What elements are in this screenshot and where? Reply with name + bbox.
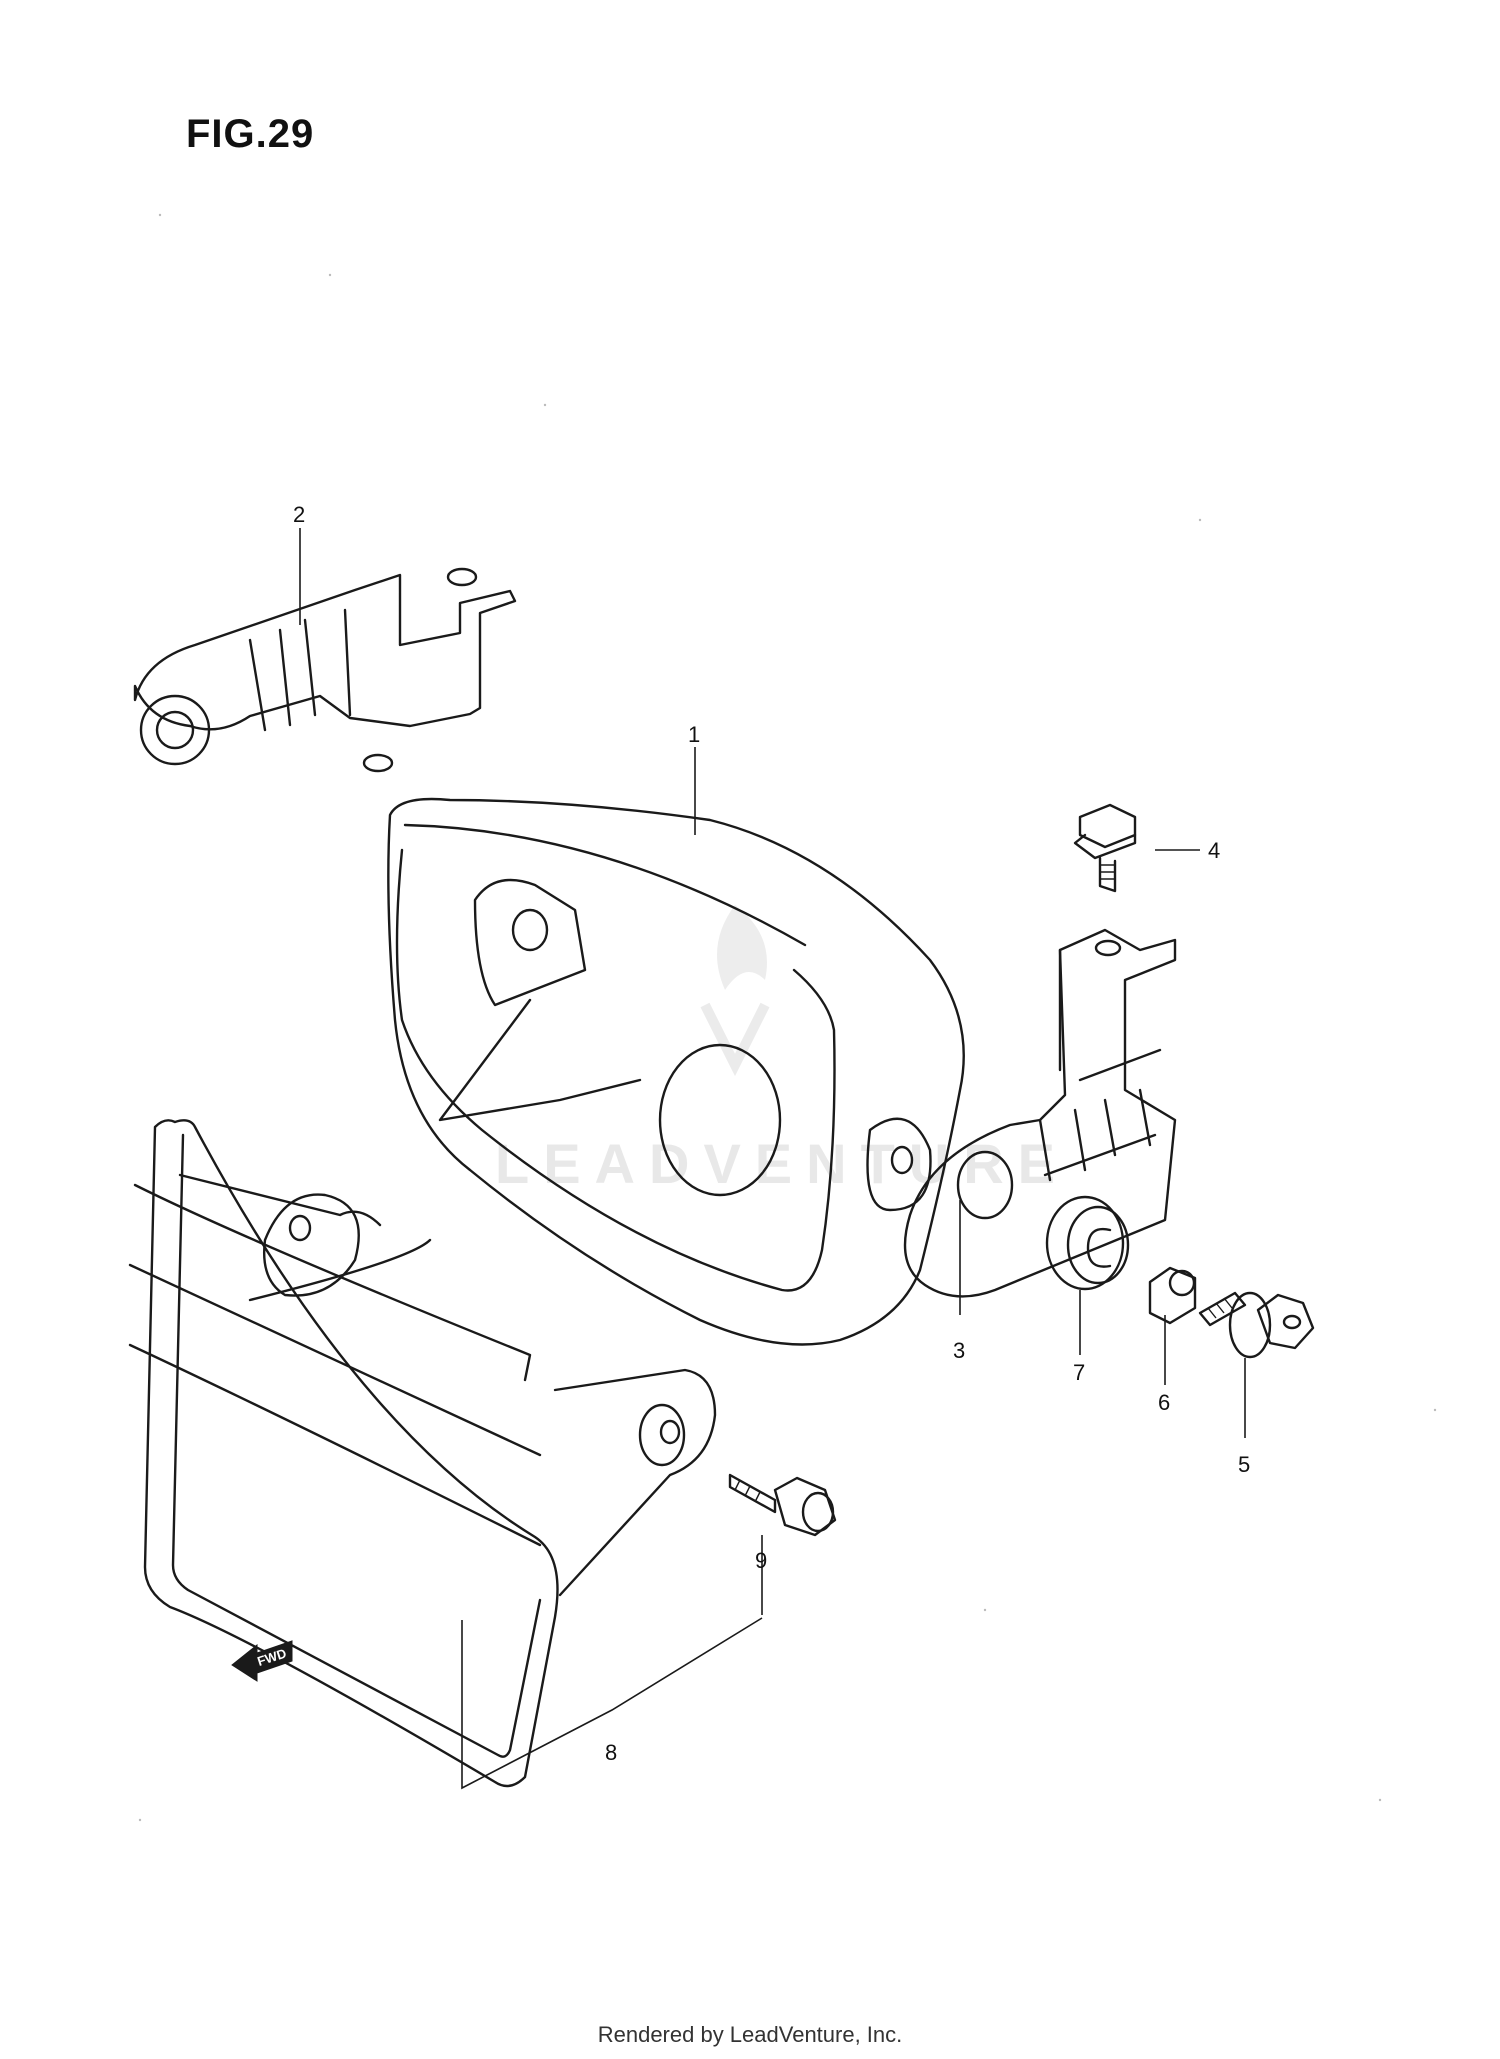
watermark: LEADVENTURE <box>495 905 1069 1195</box>
callout-9: 9 <box>755 1548 767 1573</box>
figure-title: FIG.29 <box>186 112 315 156</box>
leader-lines <box>299 528 1246 1790</box>
footer-credit: Rendered by LeadVenture, Inc. <box>597 2022 903 2047</box>
callout-6: 6 <box>1158 1390 1170 1415</box>
part-9-bolt <box>728 1473 837 1537</box>
callout-7: 7 <box>1073 1360 1085 1385</box>
part-3-right-bracket <box>903 928 1177 1298</box>
callout-2: 2 <box>293 502 305 527</box>
part-6-collar <box>1148 1266 1197 1325</box>
fwd-arrow: FWD <box>231 1640 293 1682</box>
callout-5: 5 <box>1238 1452 1250 1477</box>
scan-speckles <box>138 213 1437 1822</box>
part-1-headlight-housing <box>387 797 965 1346</box>
watermark-text: LEADVENTURE <box>495 1132 1069 1195</box>
part-2-left-bracket <box>133 567 517 773</box>
callout-8: 8 <box>605 1740 617 1765</box>
part-8-wire-guard <box>128 1119 717 1788</box>
part-7-grommet <box>1045 1195 1130 1291</box>
part-5-bolt-washer <box>1198 1291 1315 1359</box>
part-4-bolt <box>1073 803 1137 893</box>
callout-labels: 1 2 3 4 5 6 7 8 9 <box>293 502 1250 1765</box>
callout-1: 1 <box>688 722 700 747</box>
callout-4: 4 <box>1208 838 1220 863</box>
callout-3: 3 <box>953 1338 965 1363</box>
